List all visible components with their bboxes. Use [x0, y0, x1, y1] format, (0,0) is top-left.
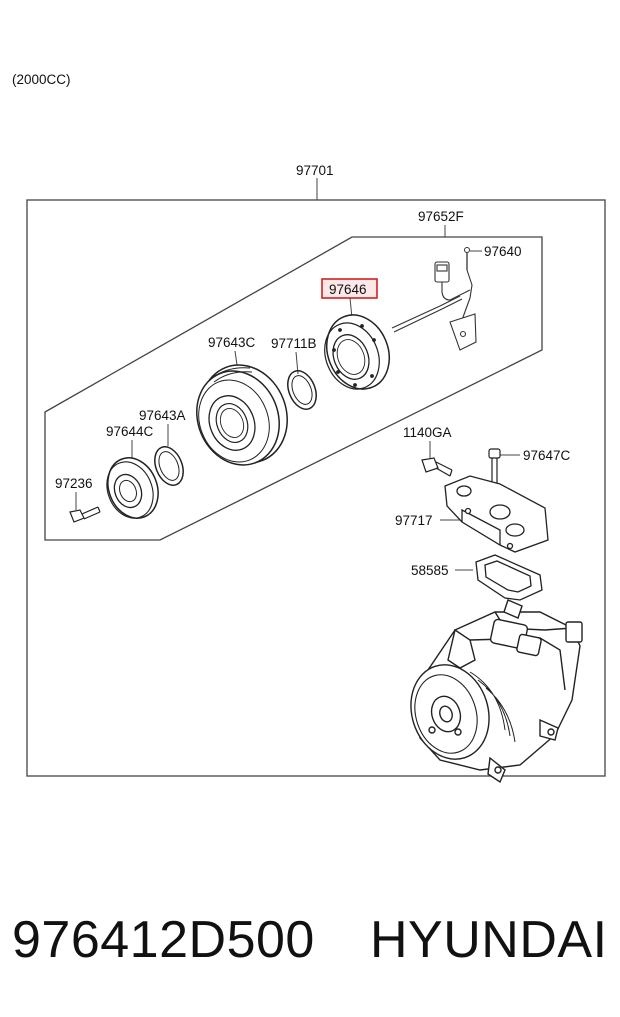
label-97717[interactable]: 97717 — [395, 513, 433, 528]
label-58585[interactable]: 58585 — [411, 563, 449, 578]
field-coil-drawing — [324, 314, 390, 390]
parts-diagram: (2000CC) 97701 97652F 97640 97646 — [12, 72, 606, 784]
snap-ring-b-drawing — [287, 370, 317, 410]
hub-drawing — [106, 457, 159, 519]
bolt-97640-drawing — [464, 247, 482, 270]
label-97644C[interactable]: 97644C — [106, 424, 154, 439]
bolt-1140-drawing — [421, 457, 453, 477]
clutch-group-frame — [44, 236, 543, 541]
highlight-box-97646 — [321, 278, 378, 299]
label-1140GA[interactable]: 1140GA — [403, 425, 452, 440]
label-97236[interactable]: 97236 — [55, 476, 93, 491]
label-97640[interactable]: 97640 — [484, 244, 522, 259]
compressor-drawing — [410, 599, 583, 784]
label-97647C[interactable]: 97647C — [523, 448, 571, 463]
flange-drawing — [444, 475, 549, 553]
connector-harness-drawing — [391, 261, 477, 351]
snap-ring-a-drawing — [154, 446, 184, 486]
pulley-drawing — [196, 364, 288, 466]
label-97711B[interactable]: 97711B — [271, 336, 317, 351]
bolt-97236-drawing — [69, 506, 101, 523]
label-97643A[interactable]: 97643A — [139, 408, 186, 423]
part-number: 976412D500 — [12, 911, 315, 969]
brand-name: HYUNDAI — [370, 911, 608, 969]
gasket-drawing — [475, 554, 543, 601]
label-97652F[interactable]: 97652F — [418, 209, 464, 224]
label-97646[interactable]: 97646 — [329, 282, 367, 297]
engine-note: (2000CC) — [12, 72, 71, 87]
assembly-frame — [26, 199, 606, 777]
label-97701[interactable]: 97701 — [296, 163, 334, 178]
label-97643C[interactable]: 97643C — [208, 335, 256, 350]
